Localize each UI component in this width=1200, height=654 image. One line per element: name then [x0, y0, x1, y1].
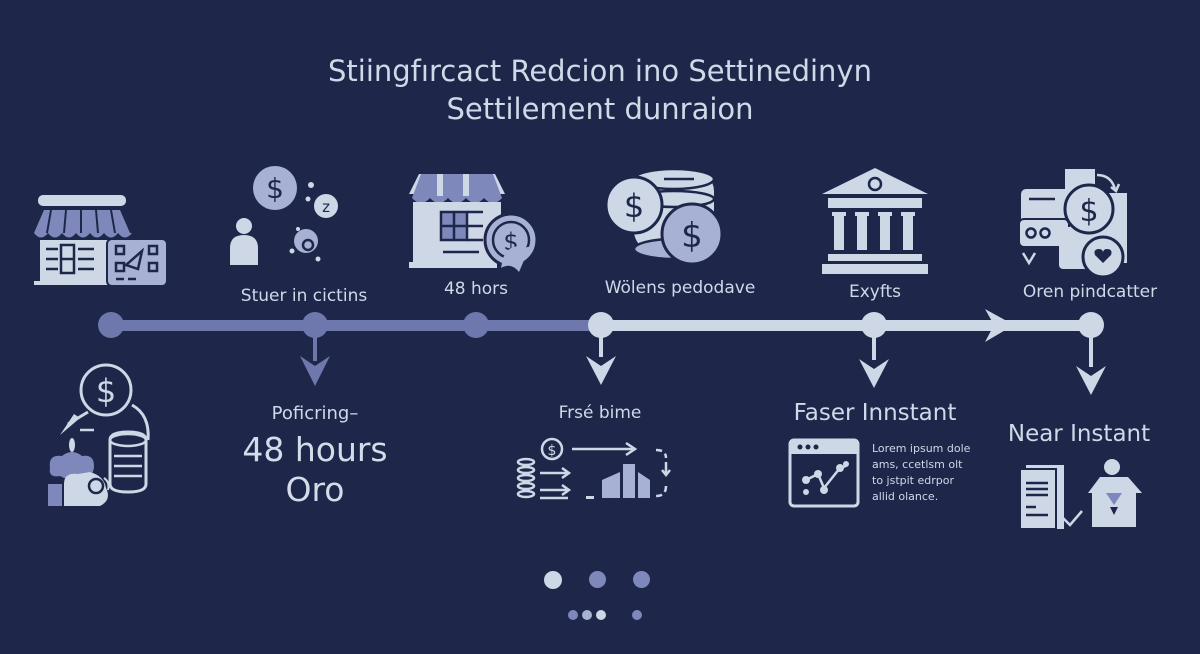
subpage-dot-1[interactable] — [568, 610, 578, 620]
pagination-primary — [540, 569, 660, 591]
near-instant-heading: Near Instant — [1007, 421, 1151, 447]
svg-text:$: $ — [548, 443, 557, 459]
svg-text:$: $ — [96, 372, 116, 410]
stage-label-2: Stuer in cictins — [240, 286, 368, 306]
process-flow-icon: $ — [516, 436, 676, 508]
stage-label-6: Oren pindcatter — [1022, 282, 1158, 302]
description-line-4: allid olance. — [872, 490, 939, 503]
coins-stack-icon: $ $ — [604, 167, 729, 271]
description-line-1: Lorem ipsum dole — [872, 442, 971, 455]
payment-docs-icon: $ — [1018, 167, 1139, 281]
processing-caption: Poficring– — [271, 403, 359, 424]
faster-instant-description: Lorem ipsum dole ams, ccetlsm olt to jst… — [872, 441, 972, 505]
fast-time-caption: Frsé bime — [558, 403, 642, 423]
title-line-1: Stiingfırcact Redcion ino Settinedinyn — [328, 54, 872, 88]
pagination-secondary — [568, 608, 648, 622]
stage-label-3: 48 hors — [443, 279, 509, 299]
stage-label-5: Exyfts — [848, 282, 902, 302]
title-line-2: Settilement dunraion — [446, 92, 754, 126]
duration-value: 48 hours — [242, 430, 388, 469]
page-dot-3[interactable] — [633, 571, 650, 588]
subpage-dot-2[interactable] — [582, 610, 592, 620]
description-line-2: ams, ccetlsm olt — [872, 458, 963, 471]
svg-text:z: z — [322, 198, 330, 216]
svg-text:$: $ — [681, 216, 703, 256]
subpage-dot-3[interactable] — [596, 610, 606, 620]
svg-text:$: $ — [624, 187, 644, 225]
svg-text:$: $ — [266, 172, 284, 205]
shop-coin-icon: $ — [407, 170, 539, 279]
stage-label-4: Wölens pedodave — [604, 278, 756, 298]
duration-unit: Oro — [285, 470, 345, 509]
person-money-icon: $ z — [228, 163, 348, 272]
bank-icon — [820, 166, 930, 280]
analytics-window-icon — [788, 438, 860, 512]
cash-flow-icon: $ — [44, 360, 154, 514]
page-dot-1[interactable] — [544, 571, 562, 589]
storefront-icon — [28, 193, 168, 292]
page-dot-2[interactable] — [589, 571, 606, 588]
description-line-3: to jstpit edrpor — [872, 474, 954, 487]
document-delivery-icon — [1018, 459, 1148, 535]
svg-text:$: $ — [1079, 194, 1098, 229]
faster-instant-heading: Faser Innstant — [793, 400, 957, 426]
diagram-title: Stiingfırcact Redcion ino Settinedinyn S… — [0, 52, 1200, 128]
subpage-dot-4[interactable] — [632, 610, 642, 620]
